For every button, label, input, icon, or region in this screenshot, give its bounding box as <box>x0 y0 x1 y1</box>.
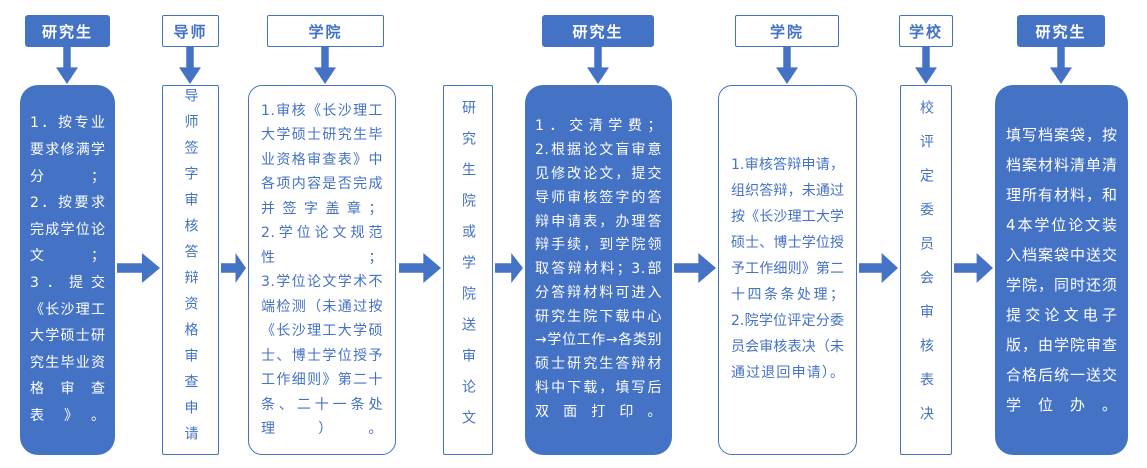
arrow-down-icon <box>1050 47 1072 84</box>
actor-badge-college-2: 学院 <box>735 15 839 47</box>
process-step: 导师签字审核答辩资格审查申请 <box>182 88 199 452</box>
actor-badge-graduate-2: 研究生 <box>542 15 654 47</box>
arrow-down-icon <box>776 47 798 84</box>
process-step: 2.院学位评定分委员会审核表决（未通过退回申请）。 <box>731 312 844 381</box>
arrow-down-icon <box>587 47 609 84</box>
process-box-requirements: 1．按专业要求修满学分； 2．按要求完成学位论文； 3．提交《长沙理工大学硕士研… <box>20 85 115 455</box>
process-box-university-vote: 校评定委员会审核表决 <box>900 85 952 455</box>
arrow-right-icon <box>859 253 898 283</box>
process-box-defense-prep: 1．交清学费； 2.根据论文盲审意见修改论文，提交导师审核签字的答辩申请表，办理… <box>525 85 672 455</box>
process-step: 研究生院或学院送审论文 <box>460 99 476 441</box>
process-step: 1.审核答辩申请，组织答辩，未通过按《长沙理工大学硕士、博士学位授予工作细则》第… <box>731 157 844 303</box>
arrow-right-icon <box>495 253 523 283</box>
process-box-college-check: 1.审核《长沙理工大学硕士研究生毕业资格审查表》中各项内容是否完成并签字盖章； … <box>248 85 396 455</box>
actor-badge-graduate-1: 研究生 <box>25 15 110 47</box>
process-box-archive: 填写档案袋，按档案材料清单清理所有材料，和4本学位论文装入档案袋中送交学院，同时… <box>995 85 1128 455</box>
process-step: 3.学位论文学术不端检测（未通过按《长沙理工大学硕士、博士学位授予工作细则》第二… <box>261 274 383 437</box>
arrow-down-icon <box>179 47 201 84</box>
actor-badge-supervisor: 导师 <box>162 15 219 47</box>
process-step: 2．按要求完成学位论文； <box>30 195 105 265</box>
process-step: 2.根据论文盲审意见修改论文，提交导师审核签字的答辩申请表，办理答辩手续，到学院… <box>535 142 662 420</box>
process-step: 校评定委员会审核表决 <box>918 100 934 440</box>
process-box-defense-organize: 1.审核答辩申请，组织答辩，未通过按《长沙理工大学硕士、博士学位授予工作细则》第… <box>718 85 857 455</box>
process-step: 填写档案袋，按档案材料清单清理所有材料，和4本学位论文装入档案袋中送交学院，同时… <box>1006 126 1117 414</box>
actor-badge-college-1: 学院 <box>267 15 384 47</box>
actor-badge-university: 学校 <box>899 15 953 47</box>
process-step: 1．交清学费； <box>535 118 662 135</box>
arrow-down-icon <box>314 47 336 84</box>
arrow-down-icon <box>56 47 78 84</box>
arrow-right-icon <box>399 253 441 283</box>
arrow-right-icon <box>674 253 716 283</box>
process-box-supervisor-review: 导师签字审核答辩资格审查申请 <box>162 85 219 455</box>
arrow-right-icon <box>117 253 160 283</box>
process-step: 1．按专业要求修满学分； <box>30 115 105 185</box>
process-step: 3．提交《长沙理工大学硕士研究生毕业资格审查表》。 <box>30 275 105 424</box>
process-step: 1.审核《长沙理工大学硕士研究生毕业资格审查表》中各项内容是否完成并签字盖章； <box>261 102 383 217</box>
arrow-right-icon <box>221 253 246 283</box>
arrow-down-icon <box>915 47 937 84</box>
arrow-right-icon <box>954 253 993 283</box>
process-step: 2.学位论文规范性； <box>261 225 383 266</box>
process-box-thesis-review: 研究生院或学院送审论文 <box>443 85 493 455</box>
actor-badge-graduate-3: 研究生 <box>1017 15 1105 47</box>
